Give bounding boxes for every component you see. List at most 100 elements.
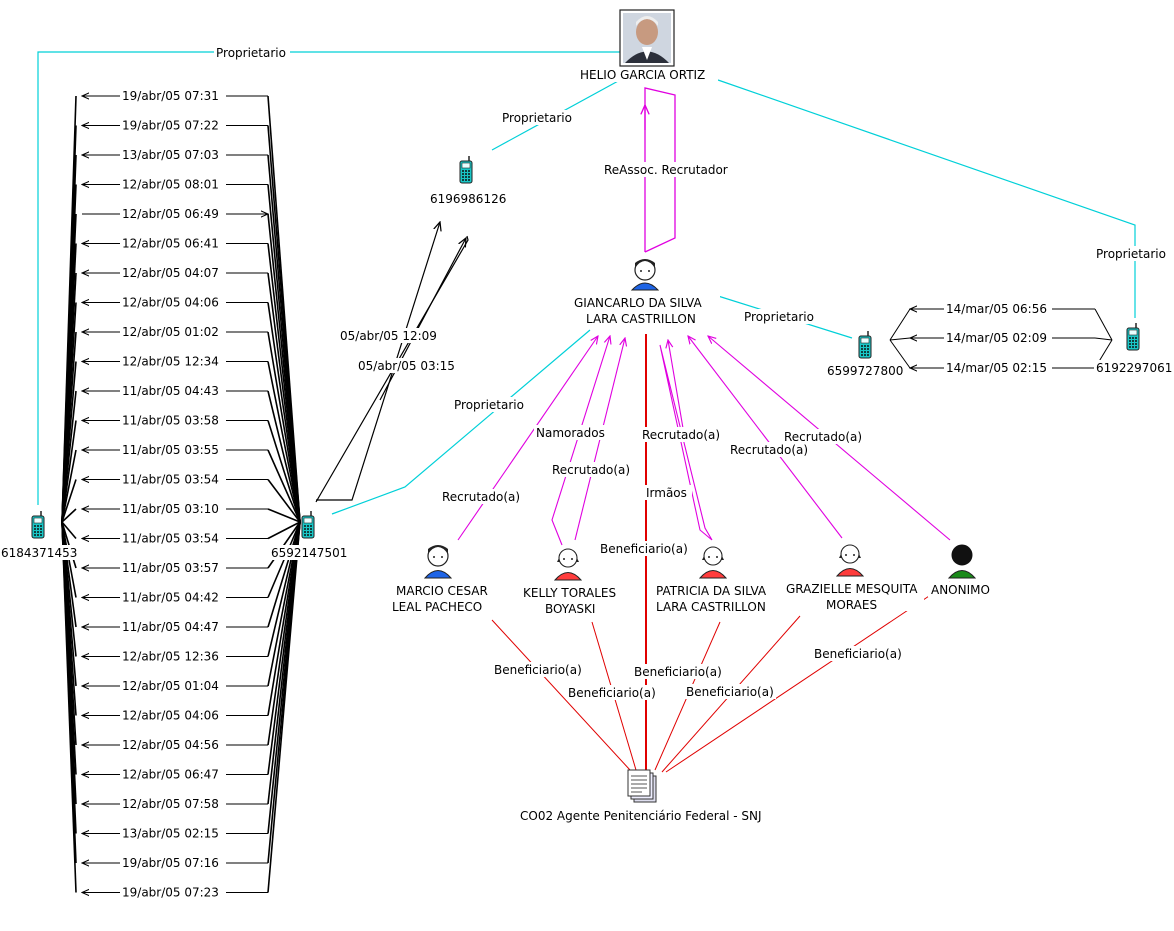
call-fan-right [1094, 337, 1113, 341]
node-kelly[interactable]: KELLY TORALES BOYASKI [520, 548, 624, 616]
call-label: 19/abr/05 07:16 [122, 856, 219, 870]
phone-label-6599727800: 6599727800 [827, 364, 903, 378]
male-person-icon [630, 259, 660, 291]
call-label-bg [120, 324, 226, 339]
recrutado-line-marcio [457, 336, 598, 541]
anonymous-person-icon [947, 544, 977, 579]
label-proprietario-6196986126: Proprietario [502, 111, 572, 125]
label-recrutado-anonimo: Recrutado(a) [784, 430, 862, 444]
call-fan-right [267, 420, 301, 523]
node-phone-6592147501[interactable]: 6592147501 [270, 511, 348, 560]
call-label: 12/abr/05 06:49 [122, 207, 219, 221]
call-label-mid-2: 05/abr/05 03:15 [358, 359, 455, 373]
female-person-icon [553, 548, 583, 581]
label-beneficiario-patricia-top: Beneficiario(a) [600, 542, 688, 556]
label-beneficiario-anonimo: Beneficiario(a) [814, 647, 902, 661]
node-grazielle[interactable]: GRAZIELLE MESQUITA MORAES [784, 544, 924, 612]
call-line-mid-1 [316, 222, 440, 501]
call-label-bg [120, 707, 226, 723]
label-reassoc: ReAssoc. Recrutador [604, 163, 728, 177]
call-label-bg [120, 206, 226, 221]
label-recrutado-marcio: Recrutado(a) [442, 490, 520, 504]
call-label: 19/abr/05 07:22 [122, 119, 219, 133]
call-label: 13/abr/05 02:15 [122, 827, 219, 841]
call-fan-right [267, 331, 301, 523]
node-helio[interactable]: HELIO GARCIA ORTIZ [578, 9, 718, 82]
call-fan-right [267, 449, 301, 523]
call-label-bg [120, 796, 226, 811]
call-label-bg [944, 301, 1052, 316]
beneficiario-line-anonimo [665, 581, 951, 773]
call-label: 11/abr/05 03:55 [122, 443, 219, 457]
call-fan-right [267, 521, 301, 893]
call-label: 12/abr/05 07:58 [122, 797, 219, 811]
call-fan-right [267, 521, 301, 657]
node-document-label: CO02 Agente Penitenciário Federal - SNJ [520, 809, 762, 823]
call-label-bg [120, 147, 226, 162]
node-phone-6192297061[interactable]: 6192297061 [1094, 323, 1174, 375]
call-fan-right [1094, 308, 1113, 341]
owner-line-helio-6184371453 [37, 51, 620, 505]
recrutado-line-patricia [659, 344, 713, 541]
label-proprietario-6192297061: Proprietario [1096, 247, 1166, 261]
reassoc-line [644, 87, 676, 253]
call-fan-right [267, 521, 301, 628]
call-label-mid-1: 05/abr/05 12:09 [340, 329, 437, 343]
call-label-bg [944, 330, 1052, 345]
call-label-bg [120, 383, 226, 398]
call-label: 12/abr/05 06:47 [122, 768, 219, 782]
photo-icon [619, 9, 675, 67]
call-label: 14/mar/05 02:15 [946, 361, 1047, 375]
mid-call-labels: 05/abr/05 12:09 05/abr/05 03:15 [338, 328, 462, 373]
call-label: 11/abr/05 04:47 [122, 620, 219, 634]
call-label: 19/abr/05 07:23 [122, 886, 219, 900]
call-fan-right [267, 361, 301, 523]
call-fan-right [267, 479, 301, 523]
label-recrutado-kelly: Recrutado(a) [552, 463, 630, 477]
node-document[interactable]: CO02 Agente Penitenciário Federal - SNJ [518, 769, 766, 823]
call-label: 11/abr/05 03:10 [122, 502, 219, 516]
node-phone-6184371453[interactable]: 6184371453 [0, 511, 78, 560]
node-patricia[interactable]: PATRICIA DA SILVA LARA CASTRILLON [652, 546, 782, 614]
node-marcio[interactable]: MARCIO CESAR LEAL PACHECO [388, 545, 492, 614]
phone-label-6192297061: 6192297061 [1096, 361, 1172, 375]
call-fan-left [61, 449, 77, 523]
node-patricia-label-line1: PATRICIA DA SILVA [656, 584, 767, 598]
call-label: 12/abr/05 06:41 [122, 237, 219, 251]
call-label: 12/abr/05 01:04 [122, 679, 219, 693]
node-helio-label: HELIO GARCIA ORTIZ [580, 68, 705, 82]
call-fan-right [267, 508, 301, 523]
call-fan-right [267, 390, 301, 523]
owner-line-giancarlo-6592147501 [331, 329, 591, 515]
call-label-bg [120, 501, 226, 516]
phone-icon [301, 511, 315, 539]
call-label: 11/abr/05 04:43 [122, 384, 219, 398]
label-namorados: Namorados [536, 426, 605, 440]
call-label: 12/abr/05 01:02 [122, 325, 219, 339]
call-fan-left [61, 508, 77, 523]
call-label: 11/abr/05 03:57 [122, 561, 219, 575]
node-giancarlo[interactable]: GIANCARLO DA SILVA LARA CASTRILLON [570, 259, 720, 326]
call-label-bg [120, 117, 226, 133]
call-label: 12/abr/05 04:56 [122, 738, 219, 752]
call-label-bg [120, 589, 226, 605]
node-phone-6599727800[interactable]: 6599727800 [825, 331, 905, 378]
label-irmaos: Irmãos [646, 486, 687, 500]
call-label: 19/abr/05 07:31 [122, 89, 219, 103]
node-kelly-label-line1: KELLY TORALES [523, 586, 616, 600]
node-anonimo[interactable]: ANONIMO [928, 544, 1000, 597]
node-marcio-label-line2: LEAL PACHECO [392, 600, 482, 614]
call-label-bg [120, 530, 226, 546]
nodes-layer: HELIO GARCIA ORTIZ GIANCARLO DA SILVA LA… [0, 9, 1174, 823]
node-grazielle-label-line2: MORAES [826, 598, 877, 612]
call-label-bg [120, 176, 226, 192]
phone-label-6184371453: 6184371453 [1, 546, 77, 560]
node-kelly-label-line2: BOYASKI [545, 602, 595, 616]
node-phone-6196986126[interactable]: 6196986126 [428, 156, 508, 206]
label-beneficiario-irmaos: Beneficiario(a) [634, 665, 722, 679]
female-person-icon [698, 546, 728, 579]
call-label: 11/abr/05 03:54 [122, 532, 219, 546]
